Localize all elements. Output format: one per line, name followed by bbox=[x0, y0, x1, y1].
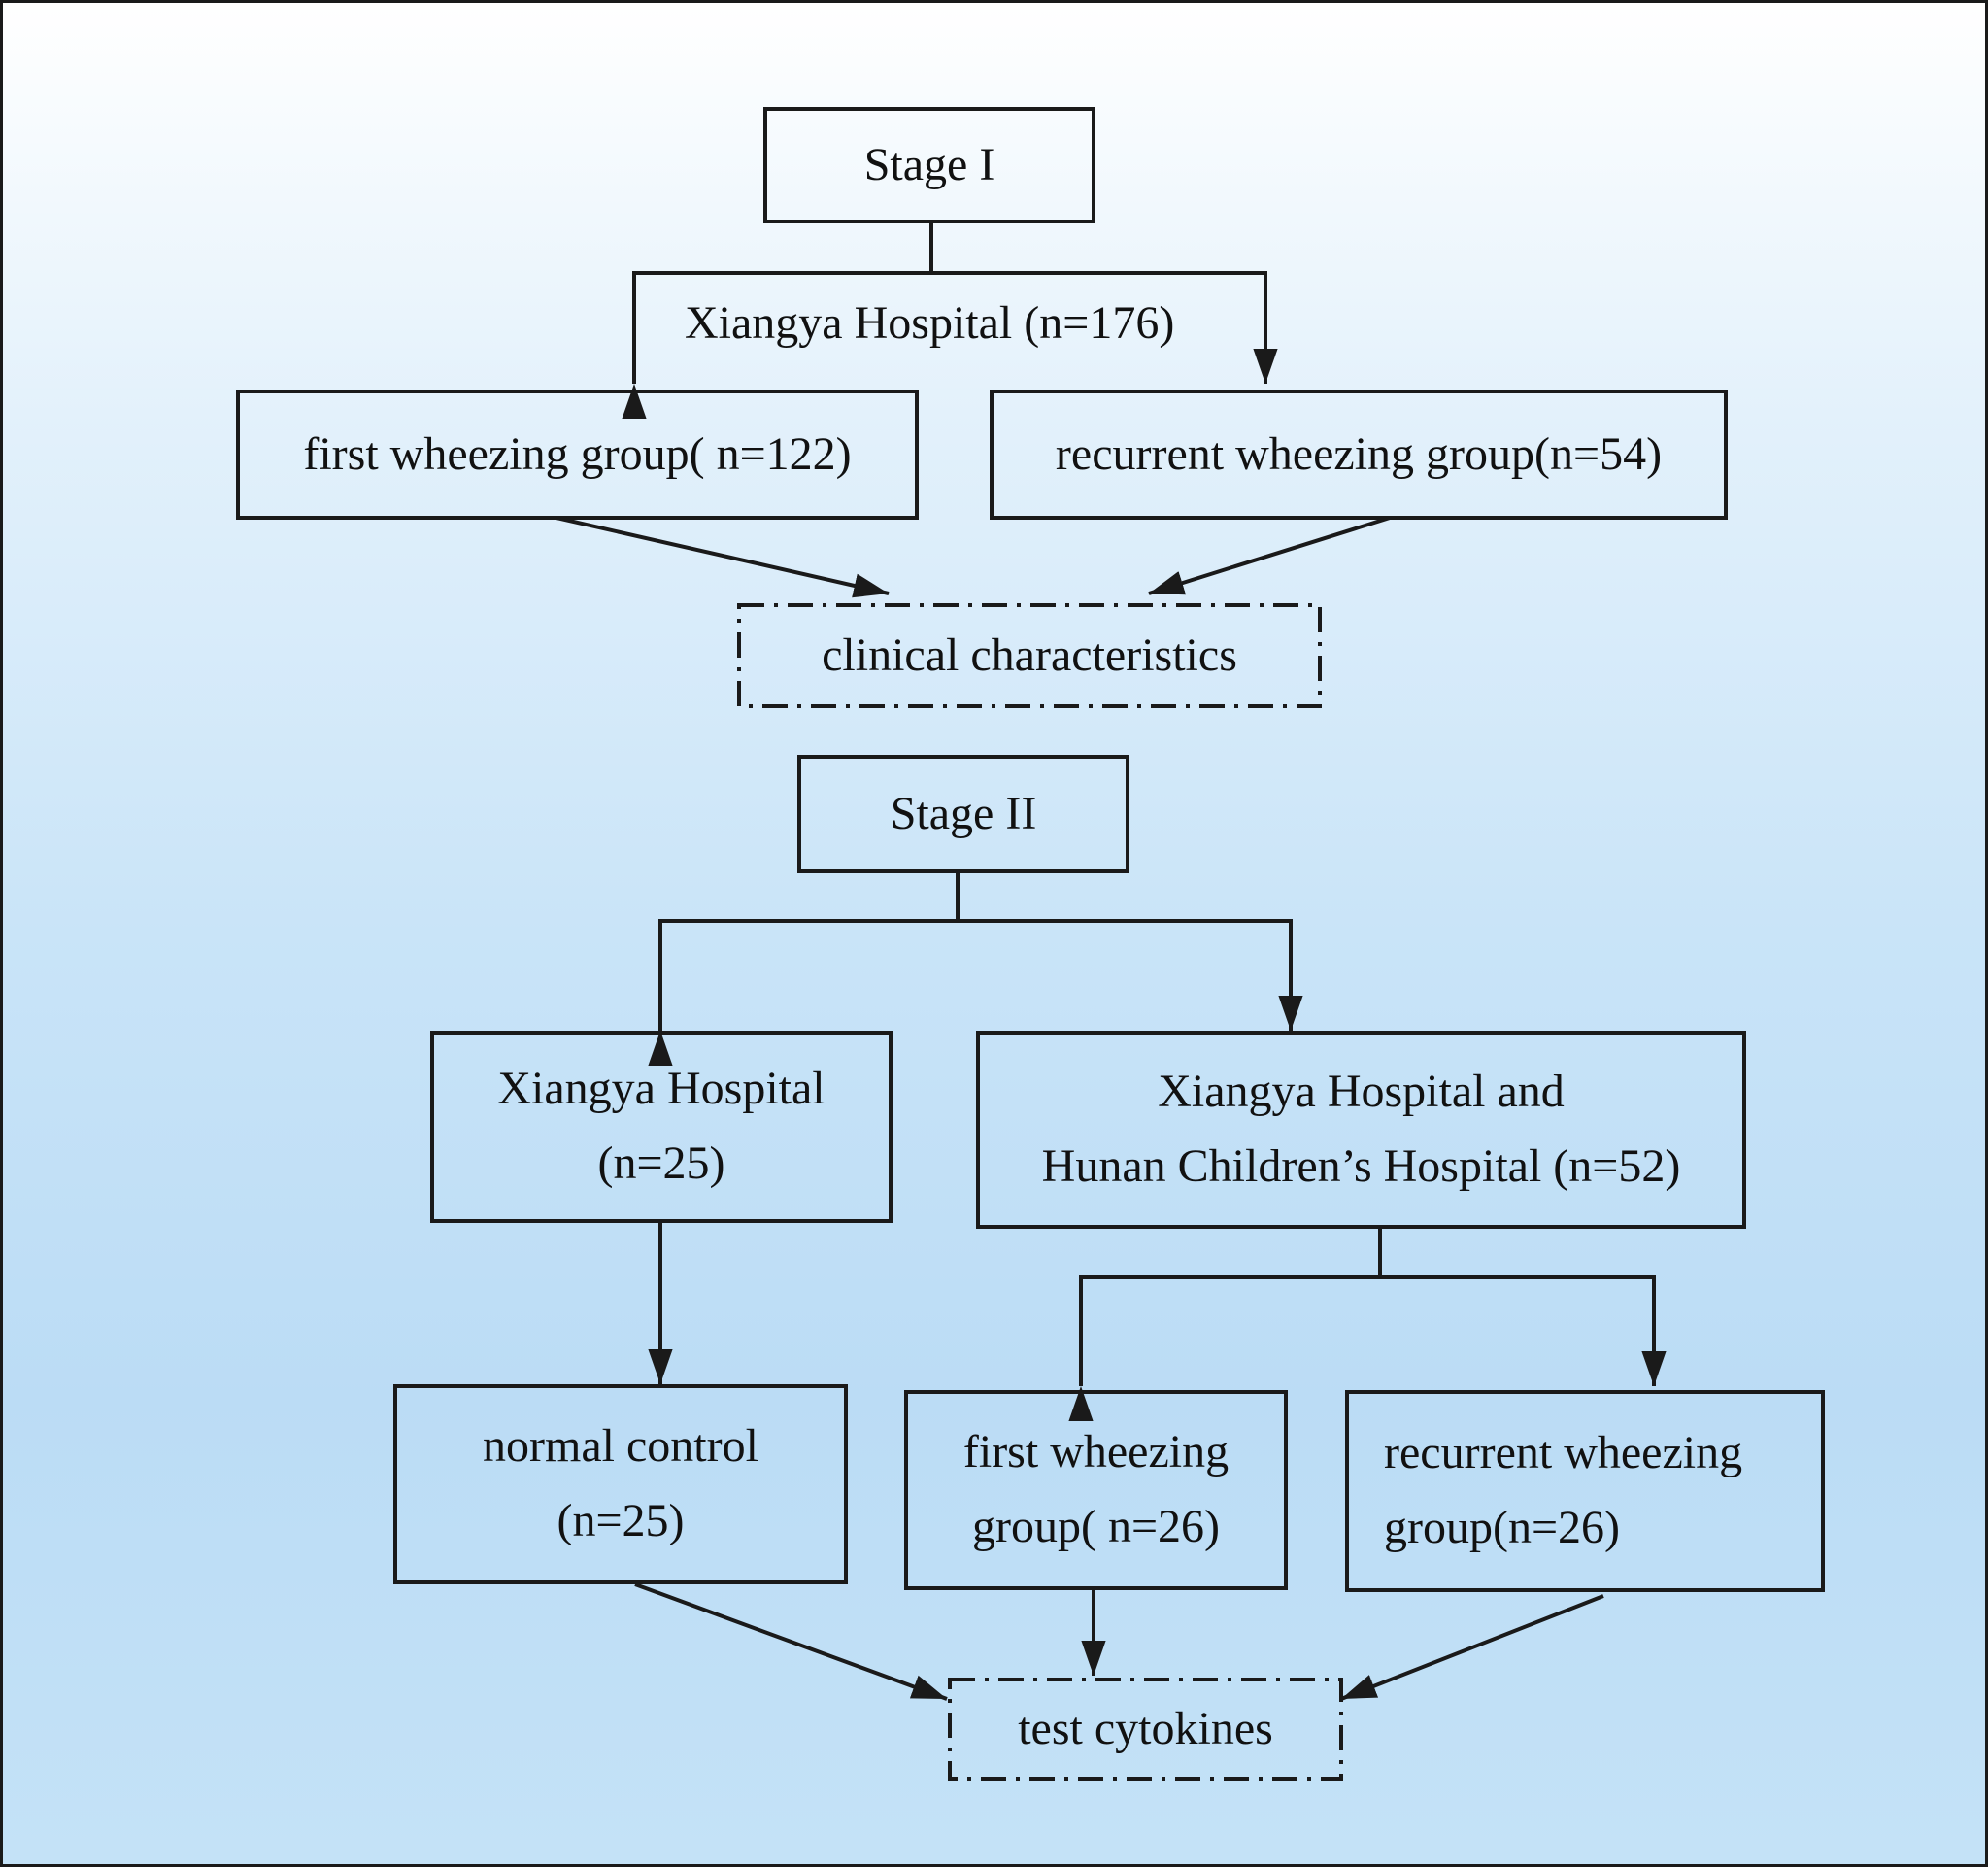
arrow-first-to-clinical bbox=[556, 516, 890, 598]
stage2-recurrent-group-line2: group(n=26) bbox=[1384, 1502, 1621, 1553]
clinical-characteristics-border bbox=[737, 603, 1322, 708]
connector-layer bbox=[556, 221, 1667, 1781]
stage1-title: Stage I bbox=[863, 138, 995, 190]
normal-control-line1: normal control bbox=[483, 1420, 758, 1473]
arrow-control-to-cytokines bbox=[634, 1582, 948, 1701]
stage2-title-box: Stage II bbox=[797, 755, 1129, 873]
stage2-first-group-line2: group( n=26) bbox=[971, 1501, 1221, 1552]
arrow-recurrent-to-cytokines bbox=[1340, 1594, 1604, 1701]
clinical-characteristics-label: clinical characteristics bbox=[822, 628, 1237, 681]
arrow-recurrent-to-clinical bbox=[1148, 516, 1391, 595]
test-cytokines-border bbox=[948, 1678, 1343, 1781]
stage2-connectors bbox=[634, 871, 1667, 1701]
stage1-first-group-label: first wheezing group( n=122) bbox=[303, 427, 852, 480]
test-cytokines-label: test cytokines bbox=[1018, 1702, 1273, 1754]
combined-hospitals-box: Xiangya Hospital and Hunan Children’s Ho… bbox=[976, 1031, 1746, 1229]
stage1-title-box: Stage I bbox=[763, 107, 1095, 223]
stage2-first-group-box: first wheezing group( n=26) bbox=[904, 1390, 1288, 1590]
xiangya-hospital-line1: Xiangya Hospital bbox=[497, 1063, 826, 1115]
stage1-recurrent-group-label: recurrent wheezing group(n=54) bbox=[1055, 427, 1663, 480]
hospital-b-split bbox=[1068, 1275, 1667, 1421]
stage2-recurrent-group-line1: recurrent wheezing bbox=[1384, 1427, 1743, 1479]
test-cytokines-box: test cytokines bbox=[950, 1680, 1341, 1779]
normal-control-box: normal control (n=25) bbox=[393, 1384, 848, 1584]
stage2-title: Stage II bbox=[890, 787, 1037, 839]
xiangya-hospital-line2: (n=25) bbox=[597, 1137, 725, 1189]
normal-control-line2: (n=25) bbox=[556, 1495, 685, 1546]
stage2-split bbox=[648, 919, 1303, 1066]
clinical-characteristics-box: clinical characteristics bbox=[739, 605, 1320, 706]
combined-hospitals-line1: Xiangya Hospital and bbox=[1158, 1066, 1565, 1118]
stage1-connectors bbox=[556, 221, 1391, 598]
stage1-recurrent-group-box: recurrent wheezing group(n=54) bbox=[990, 390, 1728, 520]
stage1-source-label: Xiangya Hospital (n=176) bbox=[685, 297, 1175, 349]
stage2-recurrent-group-box: recurrent wheezing group(n=26) bbox=[1345, 1390, 1825, 1592]
combined-hospitals-line2: Hunan Children’s Hospital (n=52) bbox=[1041, 1140, 1681, 1192]
stage2-first-group-line1: first wheezing bbox=[962, 1426, 1230, 1478]
xiangya-hospital-box: Xiangya Hospital (n=25) bbox=[430, 1031, 893, 1223]
stage1-split bbox=[622, 271, 1278, 419]
stage1-first-group-box: first wheezing group( n=122) bbox=[236, 390, 919, 520]
